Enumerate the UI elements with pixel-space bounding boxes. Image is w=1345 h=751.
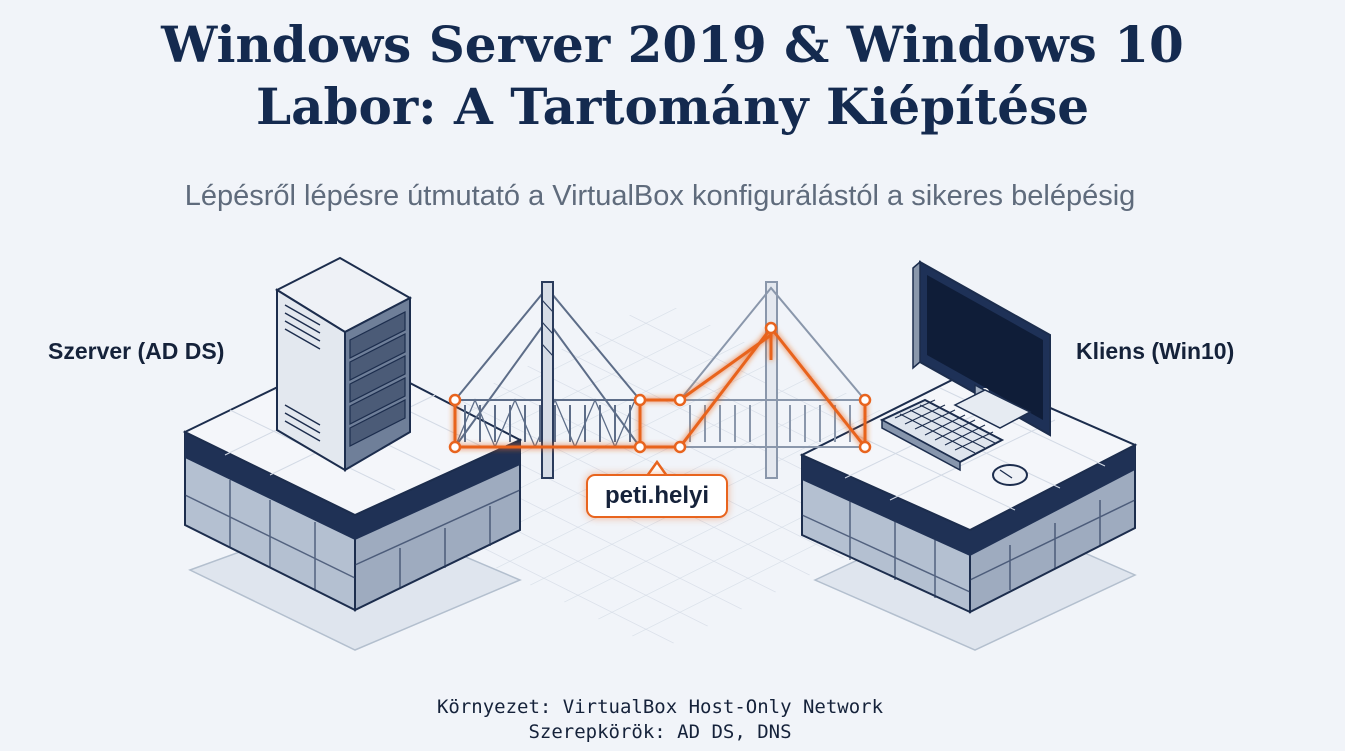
roles-line: Szerepkörök: AD DS, DNS xyxy=(528,721,792,743)
environment-info: Környezet: VirtualBox Host-Only Network … xyxy=(0,695,1320,745)
environment-line: Környezet: VirtualBox Host-Only Network xyxy=(436,696,884,718)
desktop-computer-icon xyxy=(879,260,1051,486)
title-line-1: Windows Server 2019 & Windows 10 xyxy=(161,15,1184,74)
server-label: Szerver (AD DS) xyxy=(48,338,225,364)
domain-name-badge: peti.helyi xyxy=(586,474,728,518)
network-nodes xyxy=(448,321,872,454)
bridge-icon xyxy=(454,281,866,479)
network-link-highlight xyxy=(453,326,867,449)
page-title: Windows Server 2019 & Windows 10 Labor: … xyxy=(0,14,1345,138)
server-rack-icon xyxy=(274,256,413,472)
page-subtitle: Lépésről lépésre útmutató a VirtualBox k… xyxy=(184,180,1136,212)
title-line-2: Labor: A Tartomány Kiépítése xyxy=(255,77,1090,136)
client-label: Kliens (Win10) xyxy=(1076,338,1235,364)
